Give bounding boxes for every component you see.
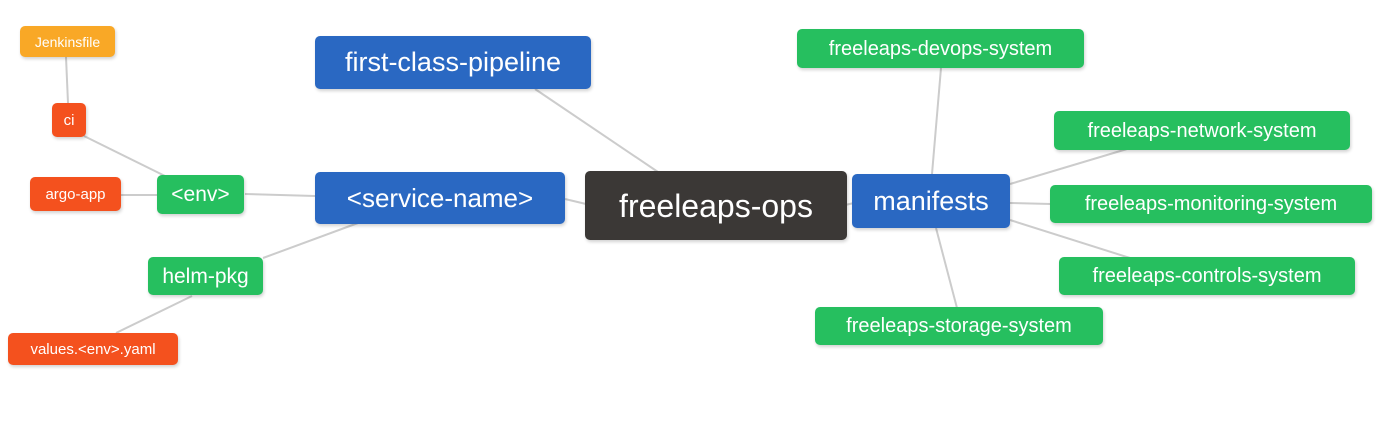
node-freeleaps-devops-system[interactable]: freeleaps-devops-system bbox=[797, 29, 1084, 68]
node-freeleaps-network-system[interactable]: freeleaps-network-system bbox=[1054, 111, 1350, 150]
edge-env-service-name bbox=[244, 193, 316, 197]
edge-manifests-controls-system bbox=[1009, 219, 1131, 259]
node-freeleaps-storage-system[interactable]: freeleaps-storage-system bbox=[815, 307, 1103, 345]
node-values-env-yaml[interactable]: values.<env>.yaml bbox=[8, 333, 178, 365]
node-ci[interactable]: ci bbox=[52, 103, 86, 137]
node-freeleaps-ops[interactable]: freeleaps-ops bbox=[585, 171, 847, 240]
edge-pipeline-freeleaps-ops bbox=[534, 88, 659, 173]
node-service-name[interactable]: <service-name> bbox=[315, 172, 565, 224]
node-helm-pkg[interactable]: helm-pkg bbox=[148, 257, 263, 295]
node-manifests[interactable]: manifests bbox=[852, 174, 1010, 228]
edge-service-name-freeleaps-ops bbox=[564, 198, 587, 205]
edge-helm-pkg-service-name bbox=[262, 222, 359, 259]
node-env[interactable]: <env> bbox=[157, 175, 244, 214]
edge-manifests-devops-system bbox=[931, 67, 942, 175]
edge-values-helm-pkg bbox=[115, 295, 193, 334]
node-jenkinsfile[interactable]: Jenkinsfile bbox=[20, 26, 115, 57]
node-freeleaps-monitoring-system[interactable]: freeleaps-monitoring-system bbox=[1050, 185, 1372, 223]
node-first-class-pipeline[interactable]: first-class-pipeline bbox=[315, 36, 591, 89]
edge-jenkinsfile-ci bbox=[65, 56, 69, 104]
edge-manifests-network-system bbox=[1009, 148, 1128, 185]
edge-manifests-monitoring-system bbox=[1009, 202, 1052, 205]
edge-manifests-storage-system bbox=[935, 227, 958, 309]
edge-ci-env bbox=[83, 135, 166, 177]
node-freeleaps-controls-system[interactable]: freeleaps-controls-system bbox=[1059, 257, 1355, 295]
node-argo-app[interactable]: argo-app bbox=[30, 177, 121, 211]
